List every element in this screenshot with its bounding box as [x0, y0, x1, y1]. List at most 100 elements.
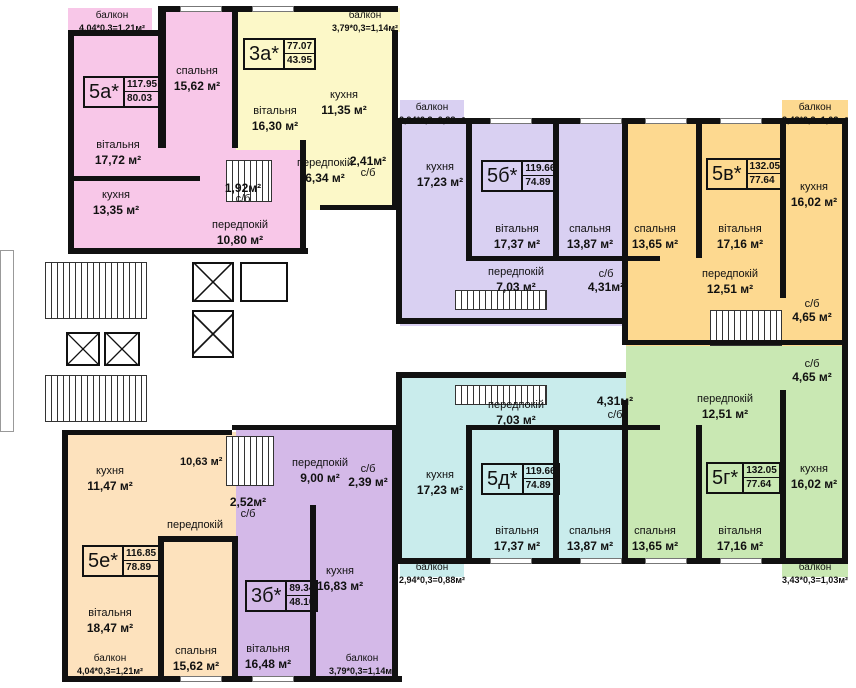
- plan-element: вітальня: [96, 139, 140, 151]
- plan-element: 119.66: [523, 163, 558, 176]
- plan-element: 89.34: [287, 583, 317, 596]
- plan-element: 2,39 м²: [348, 475, 388, 489]
- plan-element: передпокій: [488, 399, 544, 411]
- plan-element: 3б*: [247, 582, 288, 610]
- plan-element: 5а*: [85, 78, 126, 106]
- plan-element: 3,79*0,3=1,14м²: [329, 666, 395, 676]
- plan-element: вітальня: [718, 525, 762, 537]
- plan-element: кухня: [426, 161, 454, 173]
- plan-element: 17,23 м²: [416, 483, 464, 497]
- plan-element: 13,65 м²: [631, 237, 679, 251]
- plan-element: кухня: [800, 463, 828, 475]
- plan-element: балкон: [93, 653, 127, 664]
- wall: [72, 176, 200, 181]
- window: [180, 676, 222, 682]
- plan-element: 12,51 м²: [701, 407, 749, 421]
- plan-element: вітальня: [253, 105, 297, 117]
- wall: [62, 676, 402, 682]
- wall: [392, 30, 398, 210]
- plan-element: 13,35 м²: [92, 203, 140, 217]
- plan-element: 17,23 м²: [416, 175, 464, 189]
- plan-element: балкон: [415, 102, 449, 113]
- apartment-5g[interactable]: [626, 346, 846, 562]
- staircase: [45, 375, 147, 422]
- plan-element: 74.89: [525, 177, 551, 188]
- plan-element: с/б: [598, 268, 614, 280]
- plan-element: 11,47 м²: [87, 479, 133, 493]
- plan-element: 4,04*0,3=1,21м²: [77, 666, 143, 676]
- plan-element: передпокій: [292, 457, 348, 469]
- elevator-icon: [104, 332, 140, 366]
- plan-element: 77.64: [749, 175, 775, 186]
- staircase: [226, 436, 274, 486]
- wall: [780, 118, 786, 298]
- plan-element: 15,62 м²: [172, 659, 220, 673]
- wall: [396, 558, 848, 564]
- plan-element: 5е*: [84, 547, 125, 575]
- plan-element: 80.03: [127, 93, 153, 104]
- staircase: [45, 262, 147, 319]
- plan-element: вітальня: [495, 525, 539, 537]
- apartment-5e[interactable]: [66, 432, 236, 680]
- shaft: [240, 262, 288, 302]
- plan-element: спальня: [569, 525, 611, 537]
- apartment-3a[interactable]: [236, 10, 396, 150]
- plan-element: балкон: [348, 10, 382, 21]
- staircase: [455, 385, 547, 405]
- plan-element: кухня: [326, 565, 354, 577]
- plan-element: 17,72 м²: [94, 153, 142, 167]
- window: [490, 118, 532, 124]
- plan-element: с/б: [360, 463, 376, 475]
- plan-element: спальня: [634, 223, 676, 235]
- wall: [232, 536, 238, 682]
- elevator-icon: [66, 332, 100, 366]
- apartment-5a[interactable]: [72, 30, 164, 250]
- apartment-5v[interactable]: [626, 118, 846, 346]
- core-balcony: [0, 250, 14, 432]
- wall: [232, 425, 398, 430]
- wall: [62, 430, 232, 435]
- plan-element: 10,80 м²: [216, 233, 264, 247]
- wall: [396, 118, 402, 318]
- window: [252, 6, 294, 12]
- plan-element: вітальня: [718, 223, 762, 235]
- plan-element: 74.89: [525, 480, 551, 491]
- plan-element: спальня: [569, 223, 611, 235]
- plan-element: 119.66: [523, 466, 558, 479]
- plan-element: передпокій: [697, 393, 753, 405]
- plan-element: с/б: [804, 298, 820, 310]
- wall: [622, 340, 848, 345]
- wall: [466, 256, 660, 261]
- wall: [622, 118, 628, 343]
- wall: [158, 8, 166, 148]
- plan-element: 116.85: [124, 548, 159, 561]
- plan-element: балкон: [798, 102, 832, 113]
- plan-element: кухня: [330, 89, 358, 101]
- plan-element: балкон: [415, 562, 449, 573]
- wall: [232, 8, 238, 148]
- plan-element: вітальня: [88, 607, 132, 619]
